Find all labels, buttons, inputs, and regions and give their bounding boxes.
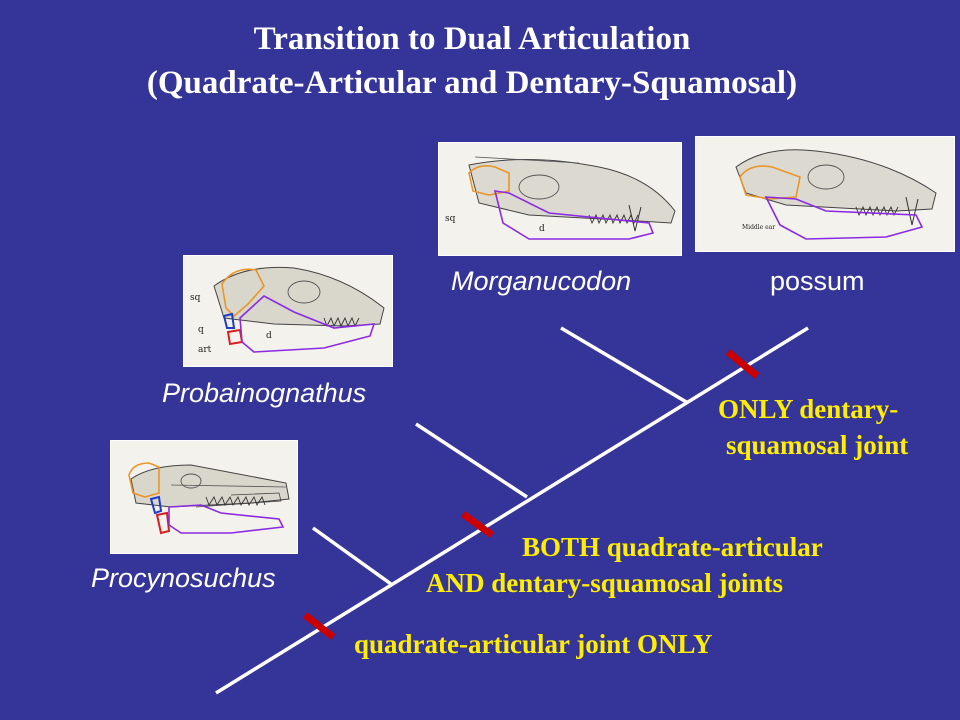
- note-both-joints-line-2: AND dentary-squamosal joints: [426, 568, 784, 598]
- branch-probainognathus: [415, 422, 528, 499]
- morganucodon-squamosal-outline: [468, 165, 510, 196]
- probainognathus-dentary-outline: [239, 295, 376, 353]
- possum-skull-drawing: Middle ear: [735, 149, 937, 240]
- procynosuchus-skull-image: [110, 440, 298, 554]
- procynosuchus-skull-drawing: [128, 462, 290, 535]
- procynosuchus-dentary-outline: [168, 504, 285, 534]
- note-quadrate-articular-only: quadrate-articular joint ONLY: [354, 629, 713, 659]
- slide-title-line-2: (Quadrate-Articular and Dentary-Squamosa…: [146, 65, 798, 101]
- taxon-label-probainognathus: Probainognathus: [162, 378, 367, 408]
- trait-marker-both: [460, 511, 495, 538]
- probainognathus-label-sq: sq: [190, 293, 201, 303]
- possum-label-middle-ear: Middle ear: [742, 224, 775, 231]
- trait-marker-ds-only: [725, 349, 760, 379]
- probainognathus-squamosal-outline: [221, 268, 265, 318]
- note-dentary-squamosal-only-line-2: squamosal joint: [726, 430, 909, 460]
- main-trunk: [215, 326, 809, 695]
- morganucodon-label-sq: sq: [445, 214, 456, 224]
- procynosuchus-squamosal-outline: [128, 462, 160, 498]
- morganucodon-skull-drawing: sq d: [445, 156, 676, 240]
- taxon-label-procynosuchus: Procynosuchus: [91, 563, 276, 593]
- procynosuchus-quadrate-outline: [149, 495, 163, 515]
- note-both-joints-line-1: BOTH quadrate-articular: [522, 532, 823, 562]
- procynosuchus-articular-outline: [155, 511, 171, 535]
- trait-marker-qa-only: [302, 612, 336, 640]
- slide-title-line-1: Transition to Dual Articulation: [253, 21, 691, 57]
- taxon-label-morganucodon: Morganucodon: [451, 266, 632, 296]
- possum-dentary-outline: [764, 196, 924, 240]
- probainognathus-label-art: art: [198, 345, 212, 355]
- taxon-label-possum: possum: [770, 266, 865, 296]
- branch-morganucodon: [560, 326, 689, 405]
- morganucodon-skull-image: sq d: [438, 142, 682, 256]
- probainognathus-label-q: q: [198, 325, 204, 335]
- possum-skull-image: Middle ear: [695, 136, 955, 252]
- morganucodon-dentary-outline: [493, 190, 655, 240]
- note-dentary-squamosal-only-line-1: ONLY dentary-: [718, 394, 899, 424]
- branch-procynosuchus: [311, 526, 393, 586]
- probainognathus-skull-drawing: sq q art d: [190, 266, 385, 355]
- probainognathus-label-d: d: [266, 331, 272, 341]
- probainognathus-skull-image: sq q art d: [183, 255, 393, 367]
- probainognathus-articular-outline: [226, 328, 244, 346]
- morganucodon-label-d: d: [539, 224, 545, 234]
- probainognathus-quadrate-outline: [222, 312, 236, 329]
